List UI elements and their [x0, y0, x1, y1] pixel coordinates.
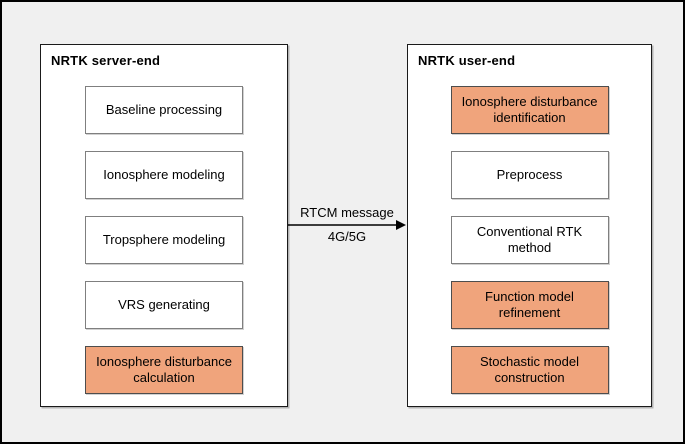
- server-panel: NRTK server-end Baseline processing Iono…: [40, 44, 288, 407]
- step-ionosphere-disturbance-identification: Ionosphere disturbance identification: [450, 86, 609, 134]
- server-steps: Baseline processing Ionosphere modeling …: [41, 86, 287, 394]
- step-conventional-rtk-method: Conventional RTK method: [450, 216, 609, 264]
- step-preprocess: Preprocess: [450, 151, 609, 199]
- arrow-label-network: 4G/5G: [327, 229, 367, 244]
- user-panel: NRTK user-end Ionosphere disturbance ide…: [407, 44, 652, 407]
- step-ionosphere-modeling: Ionosphere modeling: [85, 151, 243, 199]
- step-stochastic-model-construction: Stochastic model construction: [450, 346, 609, 394]
- step-tropsphere-modeling: Tropsphere modeling: [85, 216, 243, 264]
- user-steps: Ionosphere disturbance identification Pr…: [408, 86, 651, 394]
- server-panel-title: NRTK server-end: [51, 53, 161, 68]
- right-arrow-icon: [288, 220, 406, 230]
- step-baseline-processing: Baseline processing: [85, 86, 243, 134]
- step-ionosphere-disturbance-calculation: Ionosphere disturbance calculation: [85, 346, 243, 394]
- step-vrs-generating: VRS generating: [85, 281, 243, 329]
- arrow-label-rtcm: RTCM message: [300, 205, 394, 220]
- user-panel-title: NRTK user-end: [418, 53, 516, 68]
- step-function-model-refinement: Function model refinement: [450, 281, 609, 329]
